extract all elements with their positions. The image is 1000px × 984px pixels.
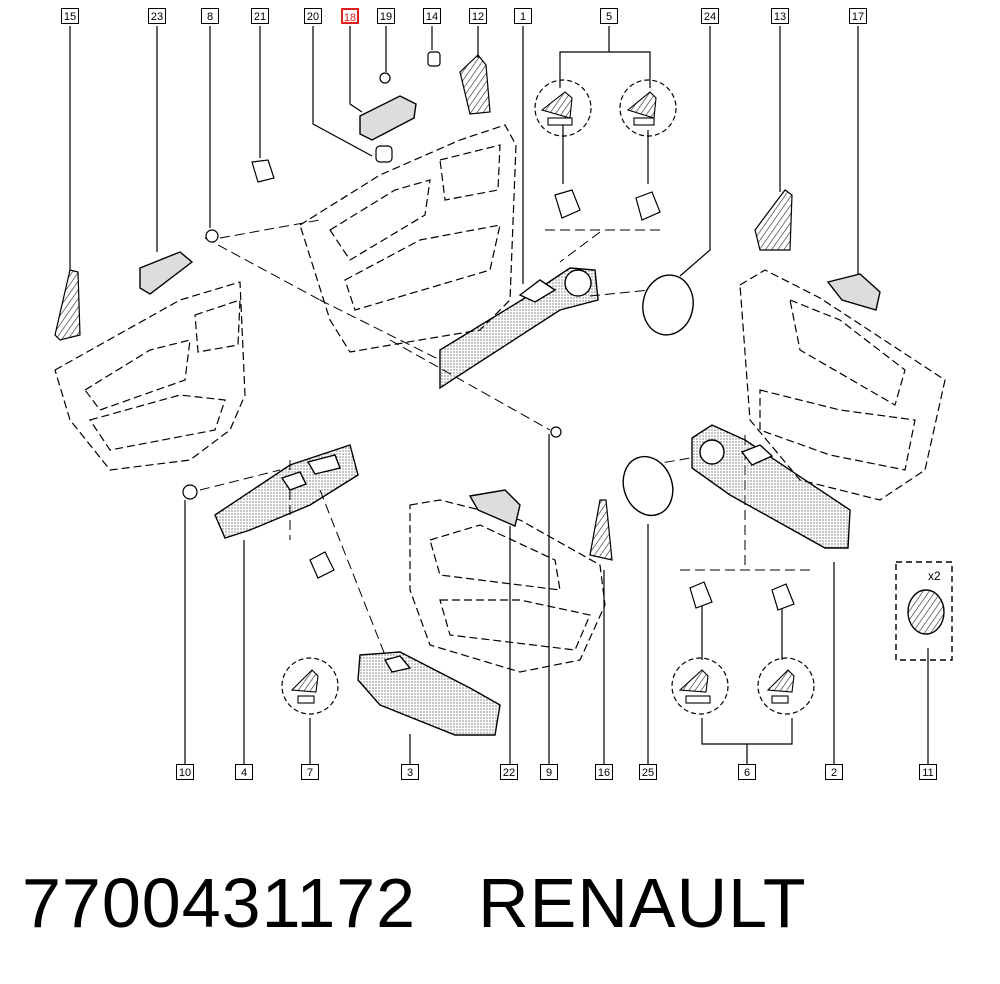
clip-14 — [427, 51, 441, 67]
callout-12: 12 — [469, 8, 487, 24]
exploded-parts-diagram: x2 — [54, 26, 953, 764]
callout-2: 2 — [825, 764, 843, 780]
callout-24: 24 — [701, 8, 719, 24]
brand-name: RENAULT — [478, 864, 807, 942]
clip-6a — [689, 581, 713, 609]
speaker-grilles — [622, 274, 953, 661]
bezel-18 — [359, 95, 417, 141]
callout-16: 16 — [595, 764, 613, 780]
callout-1: 1 — [514, 8, 532, 24]
part-caption: 7700431172 RENAULT — [22, 858, 807, 948]
bezel-22 — [468, 489, 521, 527]
clip-6b — [771, 583, 795, 611]
detail-circles — [281, 79, 815, 715]
screw-9 — [550, 426, 562, 438]
armrest-1 — [439, 267, 599, 390]
switch-bezels — [139, 95, 881, 527]
door-panel-left — [54, 281, 246, 471]
callout-18-highlighted[interactable]: 18 — [341, 8, 359, 24]
armrest-2 — [691, 424, 851, 549]
callout-3: 3 — [401, 764, 419, 780]
callout-13: 13 — [771, 8, 789, 24]
callout-4: 4 — [235, 764, 253, 780]
callout-6: 6 — [738, 764, 756, 780]
callout-14: 14 — [423, 8, 441, 24]
grommet-20 — [375, 145, 393, 163]
quantity-mark: x2 — [928, 569, 941, 583]
callout-25: 25 — [639, 764, 657, 780]
callout-20: 20 — [304, 8, 322, 24]
door-panel-right — [739, 269, 946, 501]
door-panel-top — [299, 124, 517, 353]
callout-7: 7 — [301, 764, 319, 780]
clip-10 — [182, 484, 198, 500]
trim-12 — [459, 54, 491, 115]
callout-15: 15 — [61, 8, 79, 24]
callout-9: 9 — [540, 764, 558, 780]
detail-circle-contents — [290, 91, 795, 704]
callout-23: 23 — [148, 8, 166, 24]
callout-22: 22 — [500, 764, 518, 780]
bezel-17 — [826, 273, 881, 311]
clip-5a — [554, 189, 581, 219]
callout-10: 10 — [176, 764, 194, 780]
clip-5b — [635, 191, 661, 221]
callout-11: 11 — [919, 764, 937, 780]
trim-pieces — [54, 54, 793, 561]
callout-8: 8 — [201, 8, 219, 24]
callout-21: 21 — [251, 8, 269, 24]
callout-17: 17 — [849, 8, 867, 24]
armrest-3 — [357, 651, 501, 736]
callout-5: 5 — [600, 8, 618, 24]
bracket-21 — [251, 159, 275, 183]
fasteners — [182, 51, 795, 611]
trim-13 — [754, 189, 793, 251]
part-number: 7700431172 — [22, 864, 417, 942]
trim-15 — [54, 269, 81, 341]
door-panel-bottom — [409, 499, 606, 673]
bezel-23 — [139, 251, 194, 295]
trim-16 — [589, 499, 613, 561]
dashed-guides — [199, 219, 810, 656]
screw-19 — [379, 72, 391, 84]
clip-loose — [309, 551, 335, 579]
screw-8 — [205, 229, 219, 243]
leader-lines — [69, 26, 929, 764]
callout-19: 19 — [377, 8, 395, 24]
armrest-4 — [214, 444, 359, 539]
